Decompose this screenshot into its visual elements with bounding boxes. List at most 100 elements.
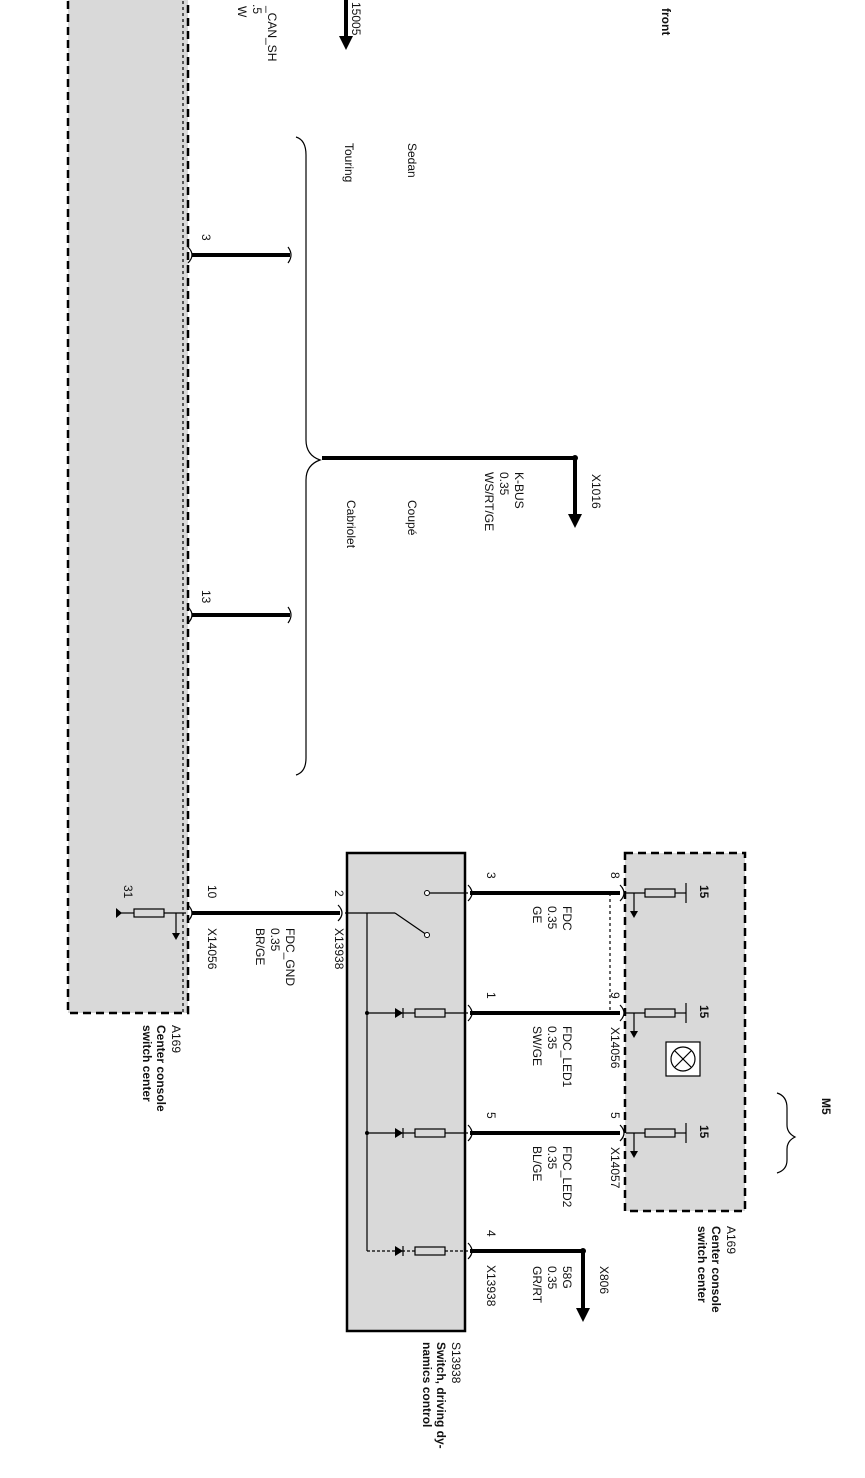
label-front: front <box>659 8 673 35</box>
switch-contact-icon <box>394 912 428 936</box>
switch-led-row-3 <box>367 1246 468 1256</box>
switch-pin-5: 5 <box>484 1112 498 1119</box>
switch-desc1: Switch, driving dy- <box>434 1342 448 1449</box>
pin-10: 10 <box>205 885 219 899</box>
fdc-name: FDC <box>560 906 574 931</box>
kbus-name: K-BUS <box>512 472 526 509</box>
s58g-color: GR/RT <box>530 1266 544 1304</box>
led1-connector: X14056 <box>608 1027 622 1069</box>
a169-right-desc1: Center console <box>709 1226 723 1313</box>
arrow-down-icon <box>630 1031 638 1038</box>
pin-3-left: 3 <box>199 234 213 241</box>
terminal-15-row2: 15 <box>697 1005 711 1019</box>
light-symbol-icon <box>665 1041 701 1077</box>
led2-pin-5: 5 <box>608 1112 622 1119</box>
led2-name: FDC_LED2 <box>560 1146 574 1208</box>
label-cabriolet: Cabriolet <box>344 500 358 549</box>
conn-pin9 <box>619 1004 625 1022</box>
label-15005: 15005 <box>349 2 363 36</box>
arrow-down-icon <box>576 1308 590 1322</box>
label-coupe: Coupé <box>405 500 419 536</box>
brace-variants <box>295 136 322 776</box>
led-icon <box>395 1008 403 1018</box>
fdc-gnd-connector-a: X14056 <box>205 928 219 970</box>
switch-pin-3: 3 <box>484 872 498 879</box>
switch-contact-point <box>424 890 430 896</box>
right-module-row-3 <box>626 1123 687 1158</box>
pin-13-left: 13 <box>199 590 213 604</box>
module-a169-right <box>623 851 747 1213</box>
terminal-15-row3: 15 <box>697 1125 711 1139</box>
switch-led-row-1 <box>365 1008 468 1018</box>
switch-desc2: namics control <box>420 1342 434 1427</box>
pin10-connector <box>187 904 193 922</box>
fdc-gnd-gauge: 0.35 <box>268 928 282 952</box>
pin-31: 31 <box>121 885 135 899</box>
fdc-gnd-color: BR/GE <box>253 928 267 965</box>
arrow-down-icon <box>339 36 353 50</box>
kbus-node <box>572 455 578 461</box>
kbus-color: WS/RT/GE <box>482 472 496 531</box>
a169-right-id: A169 <box>724 1226 738 1254</box>
s58g-gauge: 0.35 <box>545 1266 559 1290</box>
label-can-sh: _CAN_SH <box>265 5 279 61</box>
switch-s13938-box <box>345 851 467 1333</box>
right-module-row-1 <box>626 883 687 918</box>
led2-connector: X14057 <box>608 1147 622 1189</box>
pin-2: 2 <box>332 890 346 897</box>
a169-left-desc2: switch center <box>140 1025 154 1102</box>
conn-pin3 <box>467 884 473 902</box>
kbus-connector: X1016 <box>589 474 603 509</box>
fdc-gauge: 0.35 <box>545 906 559 930</box>
fdc-gnd-name: FDC_GND <box>283 928 297 986</box>
pin3-end <box>287 246 292 264</box>
fdc-pin-8: 8 <box>608 872 622 879</box>
led-icon <box>395 1246 403 1256</box>
label-w: W <box>235 6 249 18</box>
module-a169-left <box>66 0 190 1015</box>
led1-name: FDC_LED1 <box>560 1026 574 1088</box>
a169-left-desc1: Center console <box>154 1025 168 1112</box>
label-m5: M5 <box>819 1098 833 1115</box>
label-sedan: Sedan <box>405 143 419 178</box>
fdc-color: GE <box>530 906 544 923</box>
arrow-down-icon <box>630 911 638 918</box>
ground-triangle-icon <box>116 908 122 918</box>
switch-pin-1: 1 <box>484 992 498 999</box>
pin13-end <box>287 606 292 624</box>
kbus-gauge: 0.35 <box>497 472 511 496</box>
conn-pin1 <box>467 1004 473 1022</box>
58g-node <box>580 1248 586 1254</box>
led-icon <box>395 1128 403 1138</box>
pin3-connector <box>187 246 193 264</box>
switch-contact-point <box>424 932 430 938</box>
pin13-connector <box>187 606 193 624</box>
led2-gauge: 0.35 <box>545 1146 559 1170</box>
label-touring: Touring <box>342 143 356 182</box>
led1-pin-9: 9 <box>608 992 622 999</box>
conn-pin5-right <box>619 1124 625 1142</box>
label-05: .5 <box>250 4 264 14</box>
fdc-gnd-connector-b: X13938 <box>332 928 346 970</box>
a169-left-id: A169 <box>169 1025 183 1053</box>
switch-id: S13938 <box>449 1342 463 1384</box>
conn-pin5 <box>467 1124 473 1142</box>
pin2-connector <box>337 904 343 922</box>
arrow-down-icon <box>172 933 180 940</box>
led1-color: SW/GE <box>530 1026 544 1066</box>
s58g-connector: X806 <box>597 1266 611 1294</box>
s58g-name: 58G <box>560 1266 574 1289</box>
conn-pin4 <box>467 1242 473 1260</box>
a169-right-desc2: switch center <box>695 1226 709 1303</box>
conn-pin8 <box>619 884 625 902</box>
led1-gauge: 0.35 <box>545 1026 559 1050</box>
terminal-15-row1: 15 <box>697 885 711 899</box>
right-module-row-2 <box>626 1003 687 1038</box>
switch-led-row-2 <box>365 1128 468 1138</box>
arrow-down-icon <box>630 1151 638 1158</box>
switch-pin-4: 4 <box>484 1230 498 1237</box>
arrow-down-icon <box>568 514 582 528</box>
led2-color: BL/GE <box>530 1146 544 1181</box>
brace-m5 <box>776 1092 797 1174</box>
